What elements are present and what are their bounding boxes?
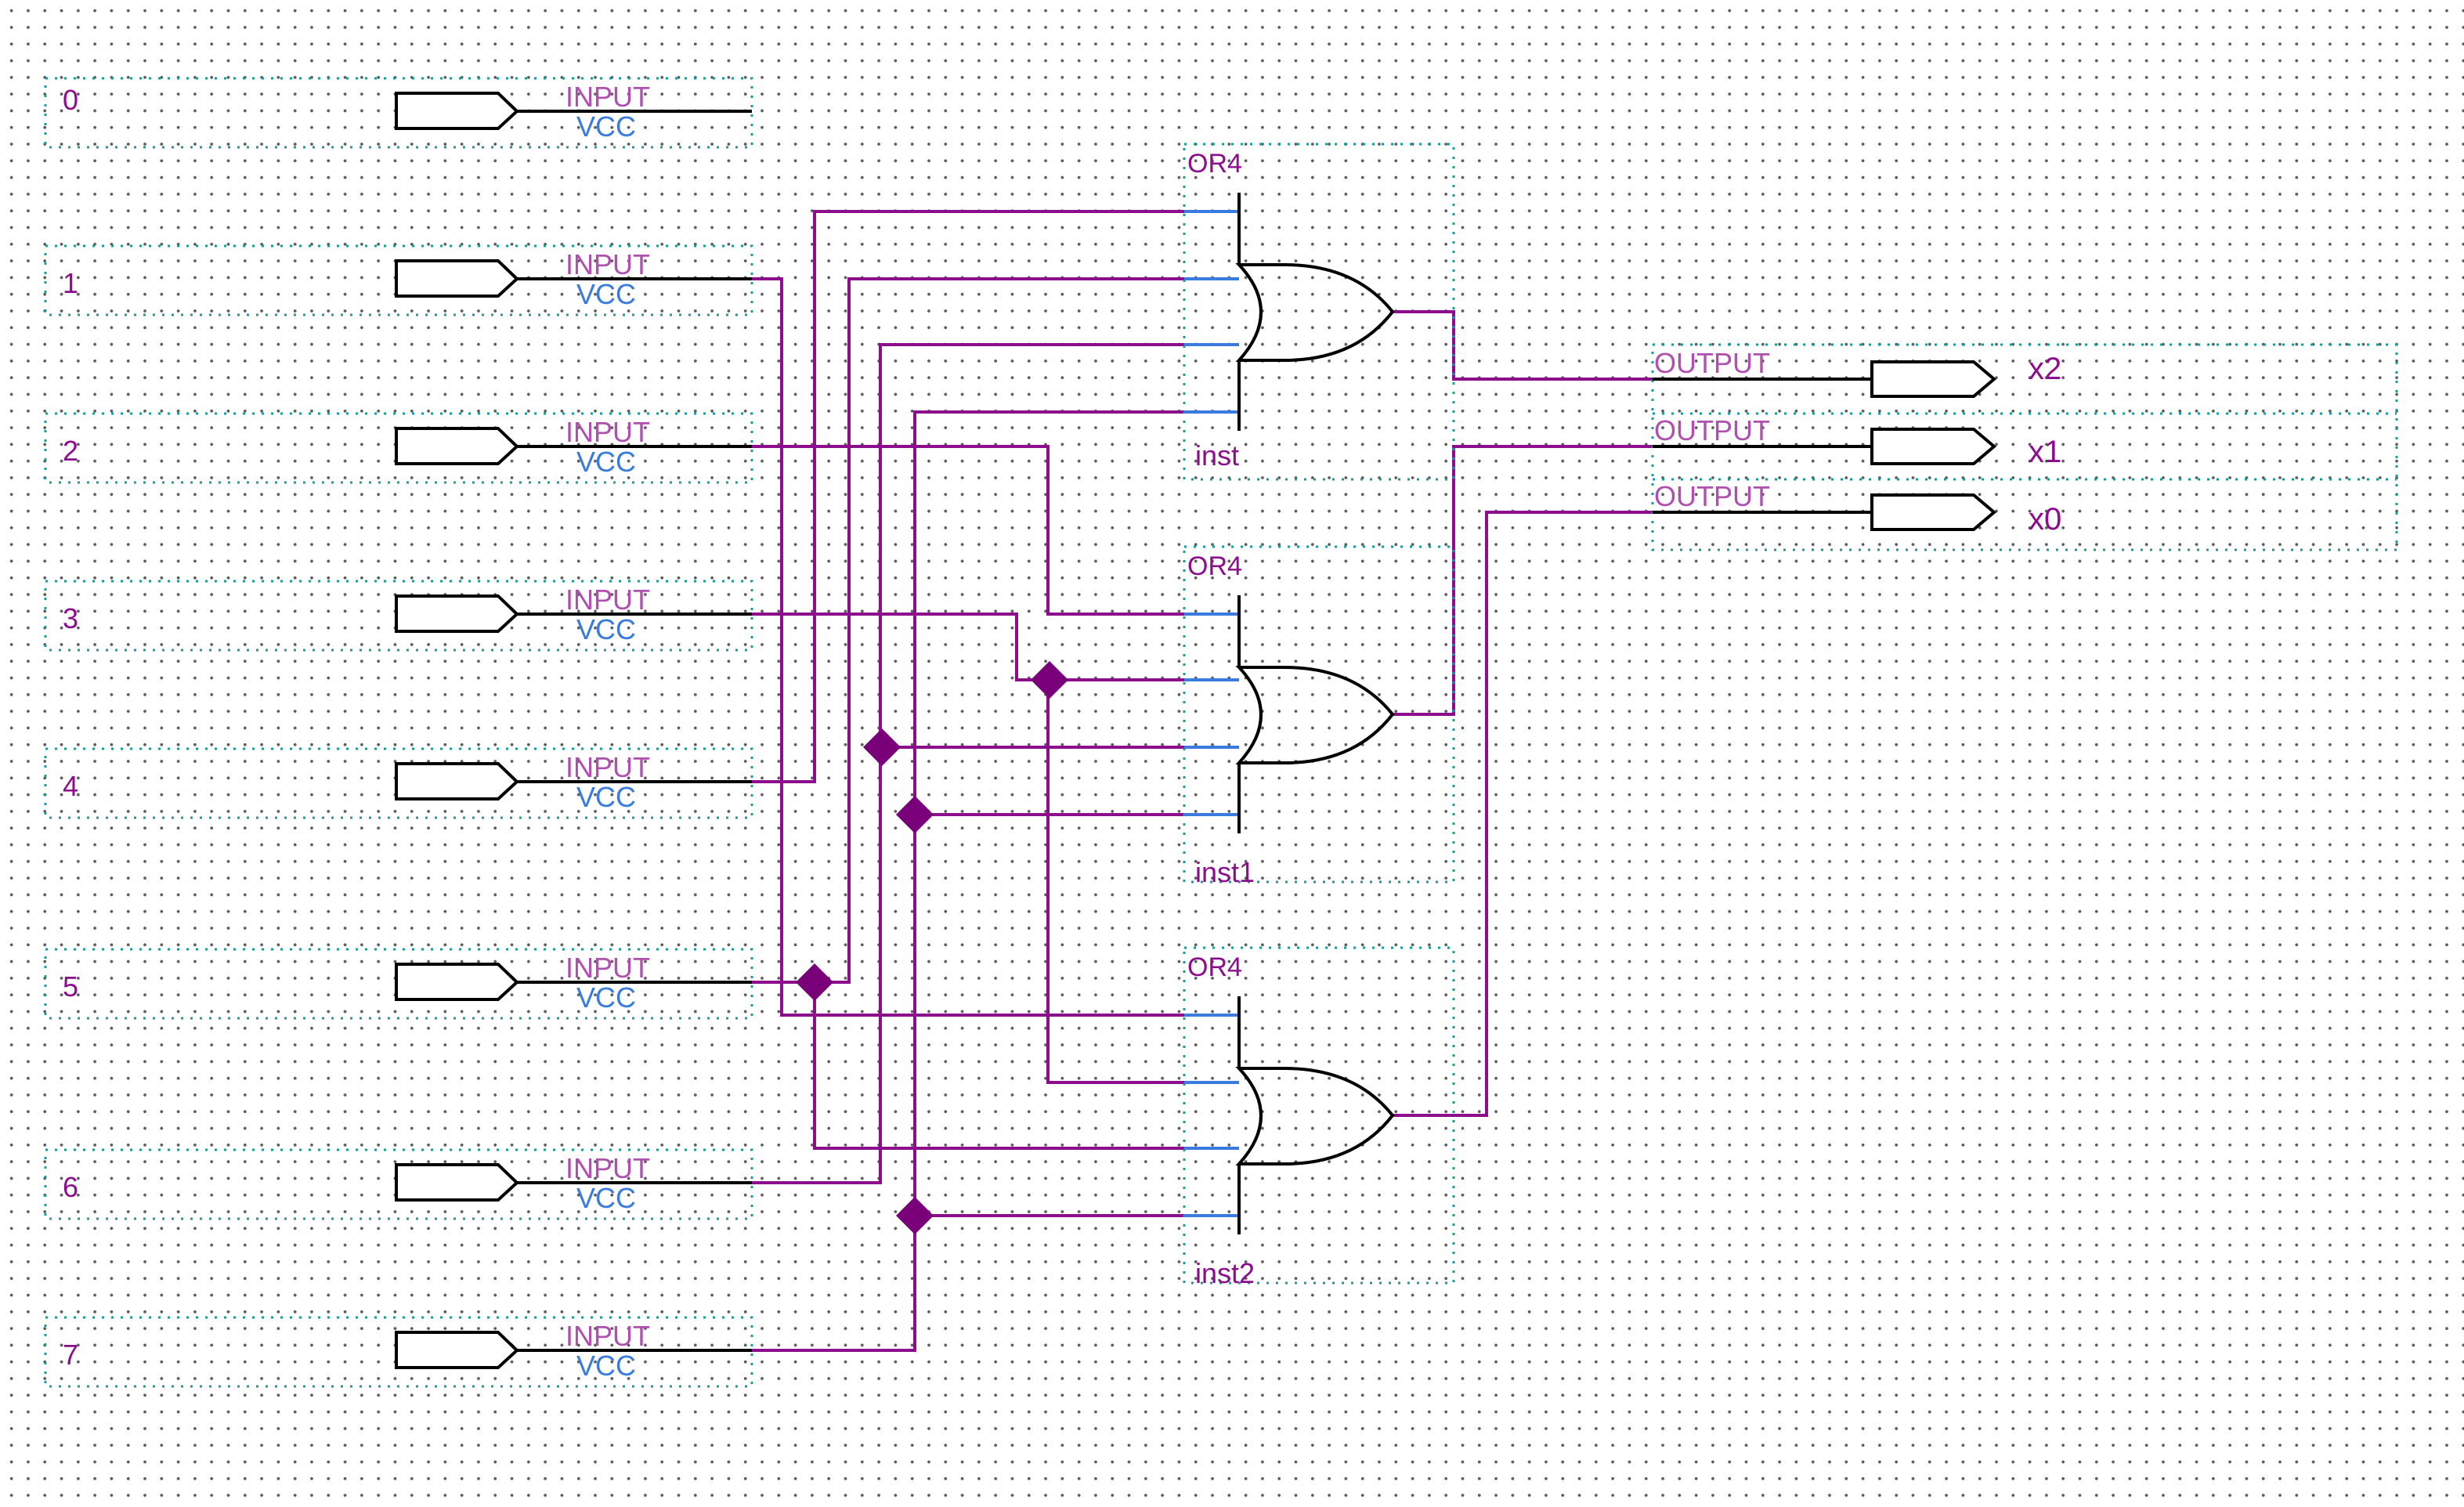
input-pin-symbol <box>395 762 519 800</box>
gate-instance-label: inst <box>1195 439 1239 472</box>
wire-x0[interactable] <box>1393 511 1653 1117</box>
output-pin-kind: OUTPUT <box>1654 480 1770 512</box>
input-pin-box <box>44 412 753 484</box>
junction-dot <box>896 796 934 833</box>
junctions <box>796 661 1068 1234</box>
input-pin-box <box>44 747 753 819</box>
input-pin-5[interactable]: 5 INPUT VCC <box>44 948 753 1020</box>
wires[interactable] <box>752 210 1653 1352</box>
input-pin-name: 7 <box>63 1339 78 1371</box>
junction-dot <box>863 728 901 766</box>
input-pin-kind: INPUT <box>565 248 650 280</box>
gate-type-label: OR4 <box>1187 952 1242 982</box>
input-pin-symbol <box>395 427 519 465</box>
input-pin-symbol <box>395 1331 519 1369</box>
input-pin-box <box>44 580 753 652</box>
input-pin-symbol <box>395 1163 519 1202</box>
input-pin-box <box>44 77 753 149</box>
junction-dot <box>1031 661 1068 699</box>
input-pin-symbol <box>395 963 519 1001</box>
output-pin-x2[interactable]: OUTPUT x2 <box>1653 347 2061 398</box>
input-pin-box <box>44 244 753 316</box>
input-pin-box <box>44 948 753 1020</box>
input-pin-4[interactable]: 4 INPUT VCC <box>44 747 753 819</box>
input-pin-name: 2 <box>63 435 78 467</box>
output-pin-kind: OUTPUT <box>1654 414 1770 446</box>
or-gate-symbol <box>1235 1067 1395 1165</box>
junction-dot <box>896 1197 934 1234</box>
output-pin-name: x0 <box>2029 502 2061 537</box>
input-pin-box <box>44 1148 753 1220</box>
input-pin-default: VCC <box>576 446 636 478</box>
wire-2[interactable] <box>752 445 1184 616</box>
output-pin-name: x2 <box>2029 352 2061 386</box>
input-pin-name: 1 <box>63 267 78 299</box>
wire-4[interactable] <box>752 210 1184 783</box>
input-pin-symbol <box>395 594 519 633</box>
gate-instance-label: inst1 <box>1195 856 1255 888</box>
input-pin-default: VCC <box>576 110 636 143</box>
input-pin-kind: INPUT <box>565 751 650 783</box>
input-pin-default: VCC <box>576 1182 636 1214</box>
input-pin-kind: INPUT <box>565 416 650 448</box>
gate-instance-label: inst2 <box>1195 1257 1255 1289</box>
input-pin-default: VCC <box>576 981 636 1014</box>
input-pin-default: VCC <box>576 781 636 813</box>
output-pin-symbol <box>1870 493 1997 531</box>
input-pin-default: VCC <box>576 613 636 645</box>
input-pin-name: 4 <box>63 770 78 802</box>
wire-x1[interactable] <box>1393 445 1653 716</box>
output-pins[interactable]: OUTPUT x2 OUTPUT x1 OUTPUT x0 <box>1651 343 2398 551</box>
junction-dot <box>796 963 833 1001</box>
gate-type-label: OR4 <box>1187 551 1242 581</box>
input-pin-kind: INPUT <box>565 1320 650 1352</box>
wire-7[interactable] <box>752 410 1184 1352</box>
input-pin-kind: INPUT <box>565 584 650 616</box>
input-pin-7[interactable]: 7 INPUT VCC <box>44 1316 753 1388</box>
input-pin-6[interactable]: 6 INPUT VCC <box>44 1148 753 1220</box>
input-pin-kind: INPUT <box>565 81 650 113</box>
input-pin-kind: INPUT <box>565 952 650 984</box>
wire-6[interactable] <box>752 343 1184 1184</box>
output-pin-kind: OUTPUT <box>1654 347 1770 379</box>
input-pin-name: 5 <box>63 970 78 1003</box>
output-pin-name: x1 <box>2029 435 2061 469</box>
output-pin-x0[interactable]: OUTPUT x0 <box>1653 480 2061 537</box>
input-pin-kind: INPUT <box>565 1152 650 1184</box>
input-pin-default: VCC <box>576 1350 636 1382</box>
input-pin-name: 0 <box>63 84 78 116</box>
wire-3[interactable] <box>752 613 1184 681</box>
wire-5[interactable] <box>752 277 1184 984</box>
or-gate-symbol <box>1235 666 1395 764</box>
or-gate-symbol <box>1235 263 1395 362</box>
input-pin-symbol <box>395 259 519 298</box>
input-pin-2[interactable]: 2 INPUT VCC <box>44 412 753 484</box>
input-pin-name: 6 <box>63 1171 78 1203</box>
wire-1[interactable] <box>752 277 1184 1017</box>
wire-3-branch[interactable] <box>1046 680 1184 1084</box>
output-pin-symbol <box>1870 360 1997 398</box>
input-pin-stubs <box>517 110 752 1352</box>
wire-5-branch[interactable] <box>813 982 880 1150</box>
gate-inst[interactable]: OR4 inst <box>1183 143 1455 481</box>
output-pin-x1[interactable]: OUTPUT x1 <box>1653 414 2061 469</box>
input-pin-box <box>44 1316 753 1388</box>
gate-inst2[interactable]: OR4 inst2 <box>1183 946 1455 1289</box>
input-pin-1[interactable]: 1 INPUT VCC <box>44 244 753 316</box>
input-pin-name: 3 <box>63 602 78 634</box>
input-pin-default: VCC <box>576 278 636 310</box>
gate-inst1[interactable]: OR4 inst1 <box>1183 545 1455 888</box>
output-pin-symbol <box>1870 428 1997 465</box>
wire-x2[interactable] <box>1393 310 1653 381</box>
input-pin-0[interactable]: 0 INPUT VCC <box>44 77 753 149</box>
gate-type-label: OR4 <box>1187 149 1242 179</box>
input-pin-symbol <box>395 92 519 130</box>
input-pin-3[interactable]: 3 INPUT VCC <box>44 580 753 652</box>
